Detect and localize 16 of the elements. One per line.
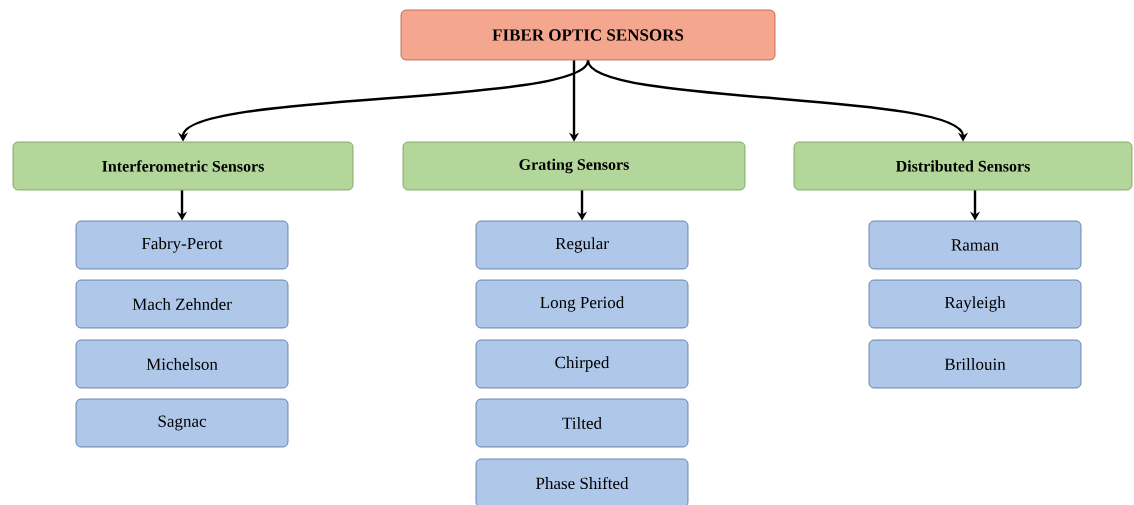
root-box: FIBER OPTIC SENSORS xyxy=(400,9,776,61)
item-box: Regular xyxy=(475,220,689,270)
category-box: Grating Sensors xyxy=(402,141,746,191)
item-box: Chirped xyxy=(475,339,689,389)
item-box: Phase Shifted xyxy=(475,458,689,505)
item-box: Sagnac xyxy=(75,398,289,448)
category-box: Distributed Sensors xyxy=(793,141,1133,191)
item-box: Mach Zehnder xyxy=(75,279,289,329)
item-box: Michelson xyxy=(75,339,289,389)
item-box: Tilted xyxy=(475,398,689,448)
item-box: Raman xyxy=(868,220,1082,270)
item-box: Fabry-Perot xyxy=(75,220,289,270)
item-box: Brillouin xyxy=(868,339,1082,389)
item-box: Long Period xyxy=(475,279,689,329)
item-box: Rayleigh xyxy=(868,279,1082,329)
category-box: Interferometric Sensors xyxy=(12,141,354,191)
